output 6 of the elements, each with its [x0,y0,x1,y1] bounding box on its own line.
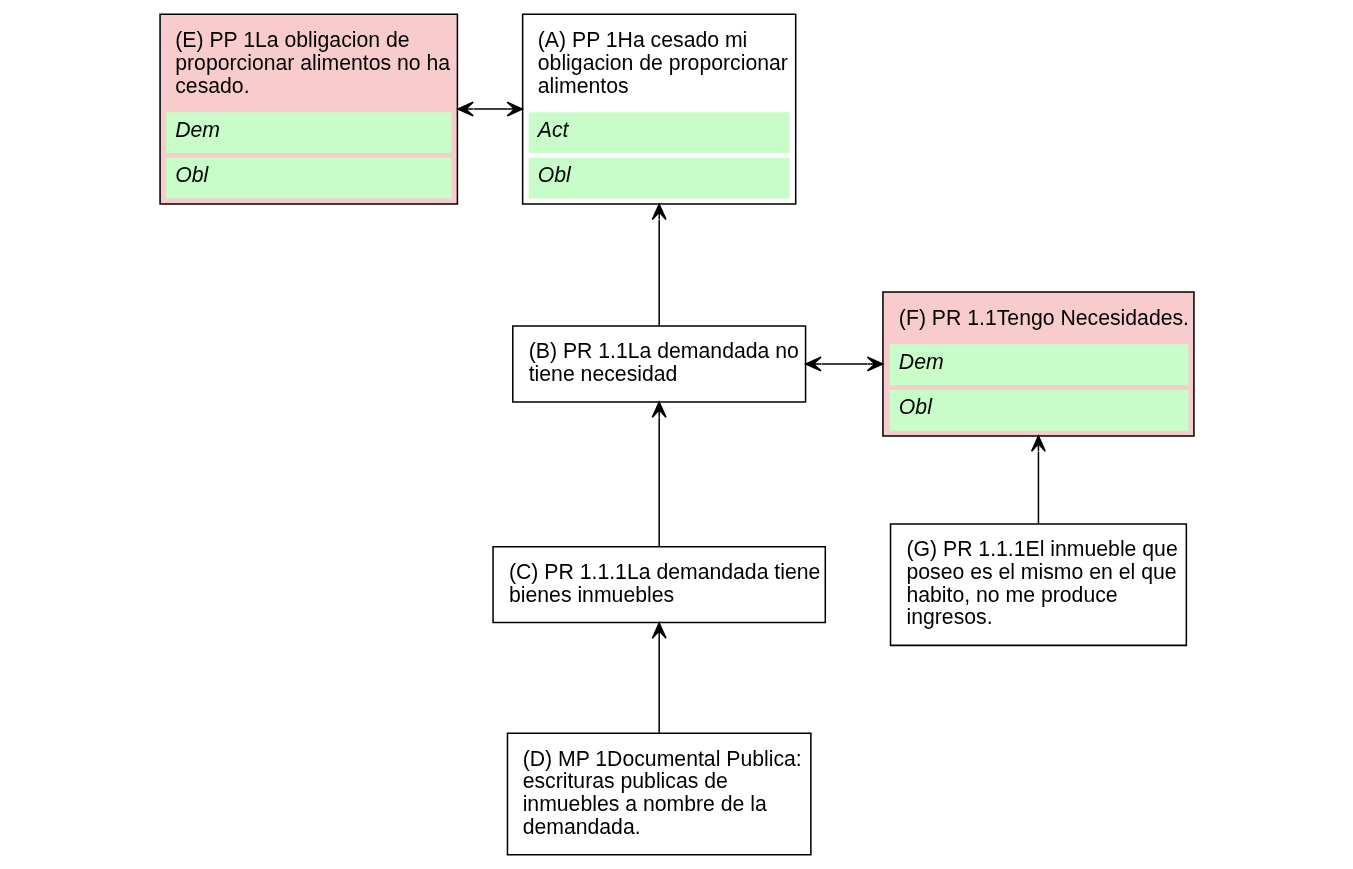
arrow [651,622,667,734]
arrow [456,101,523,117]
arrow [804,356,883,372]
arrow [651,203,667,327]
arrow [651,401,667,548]
arrow [1030,435,1046,525]
